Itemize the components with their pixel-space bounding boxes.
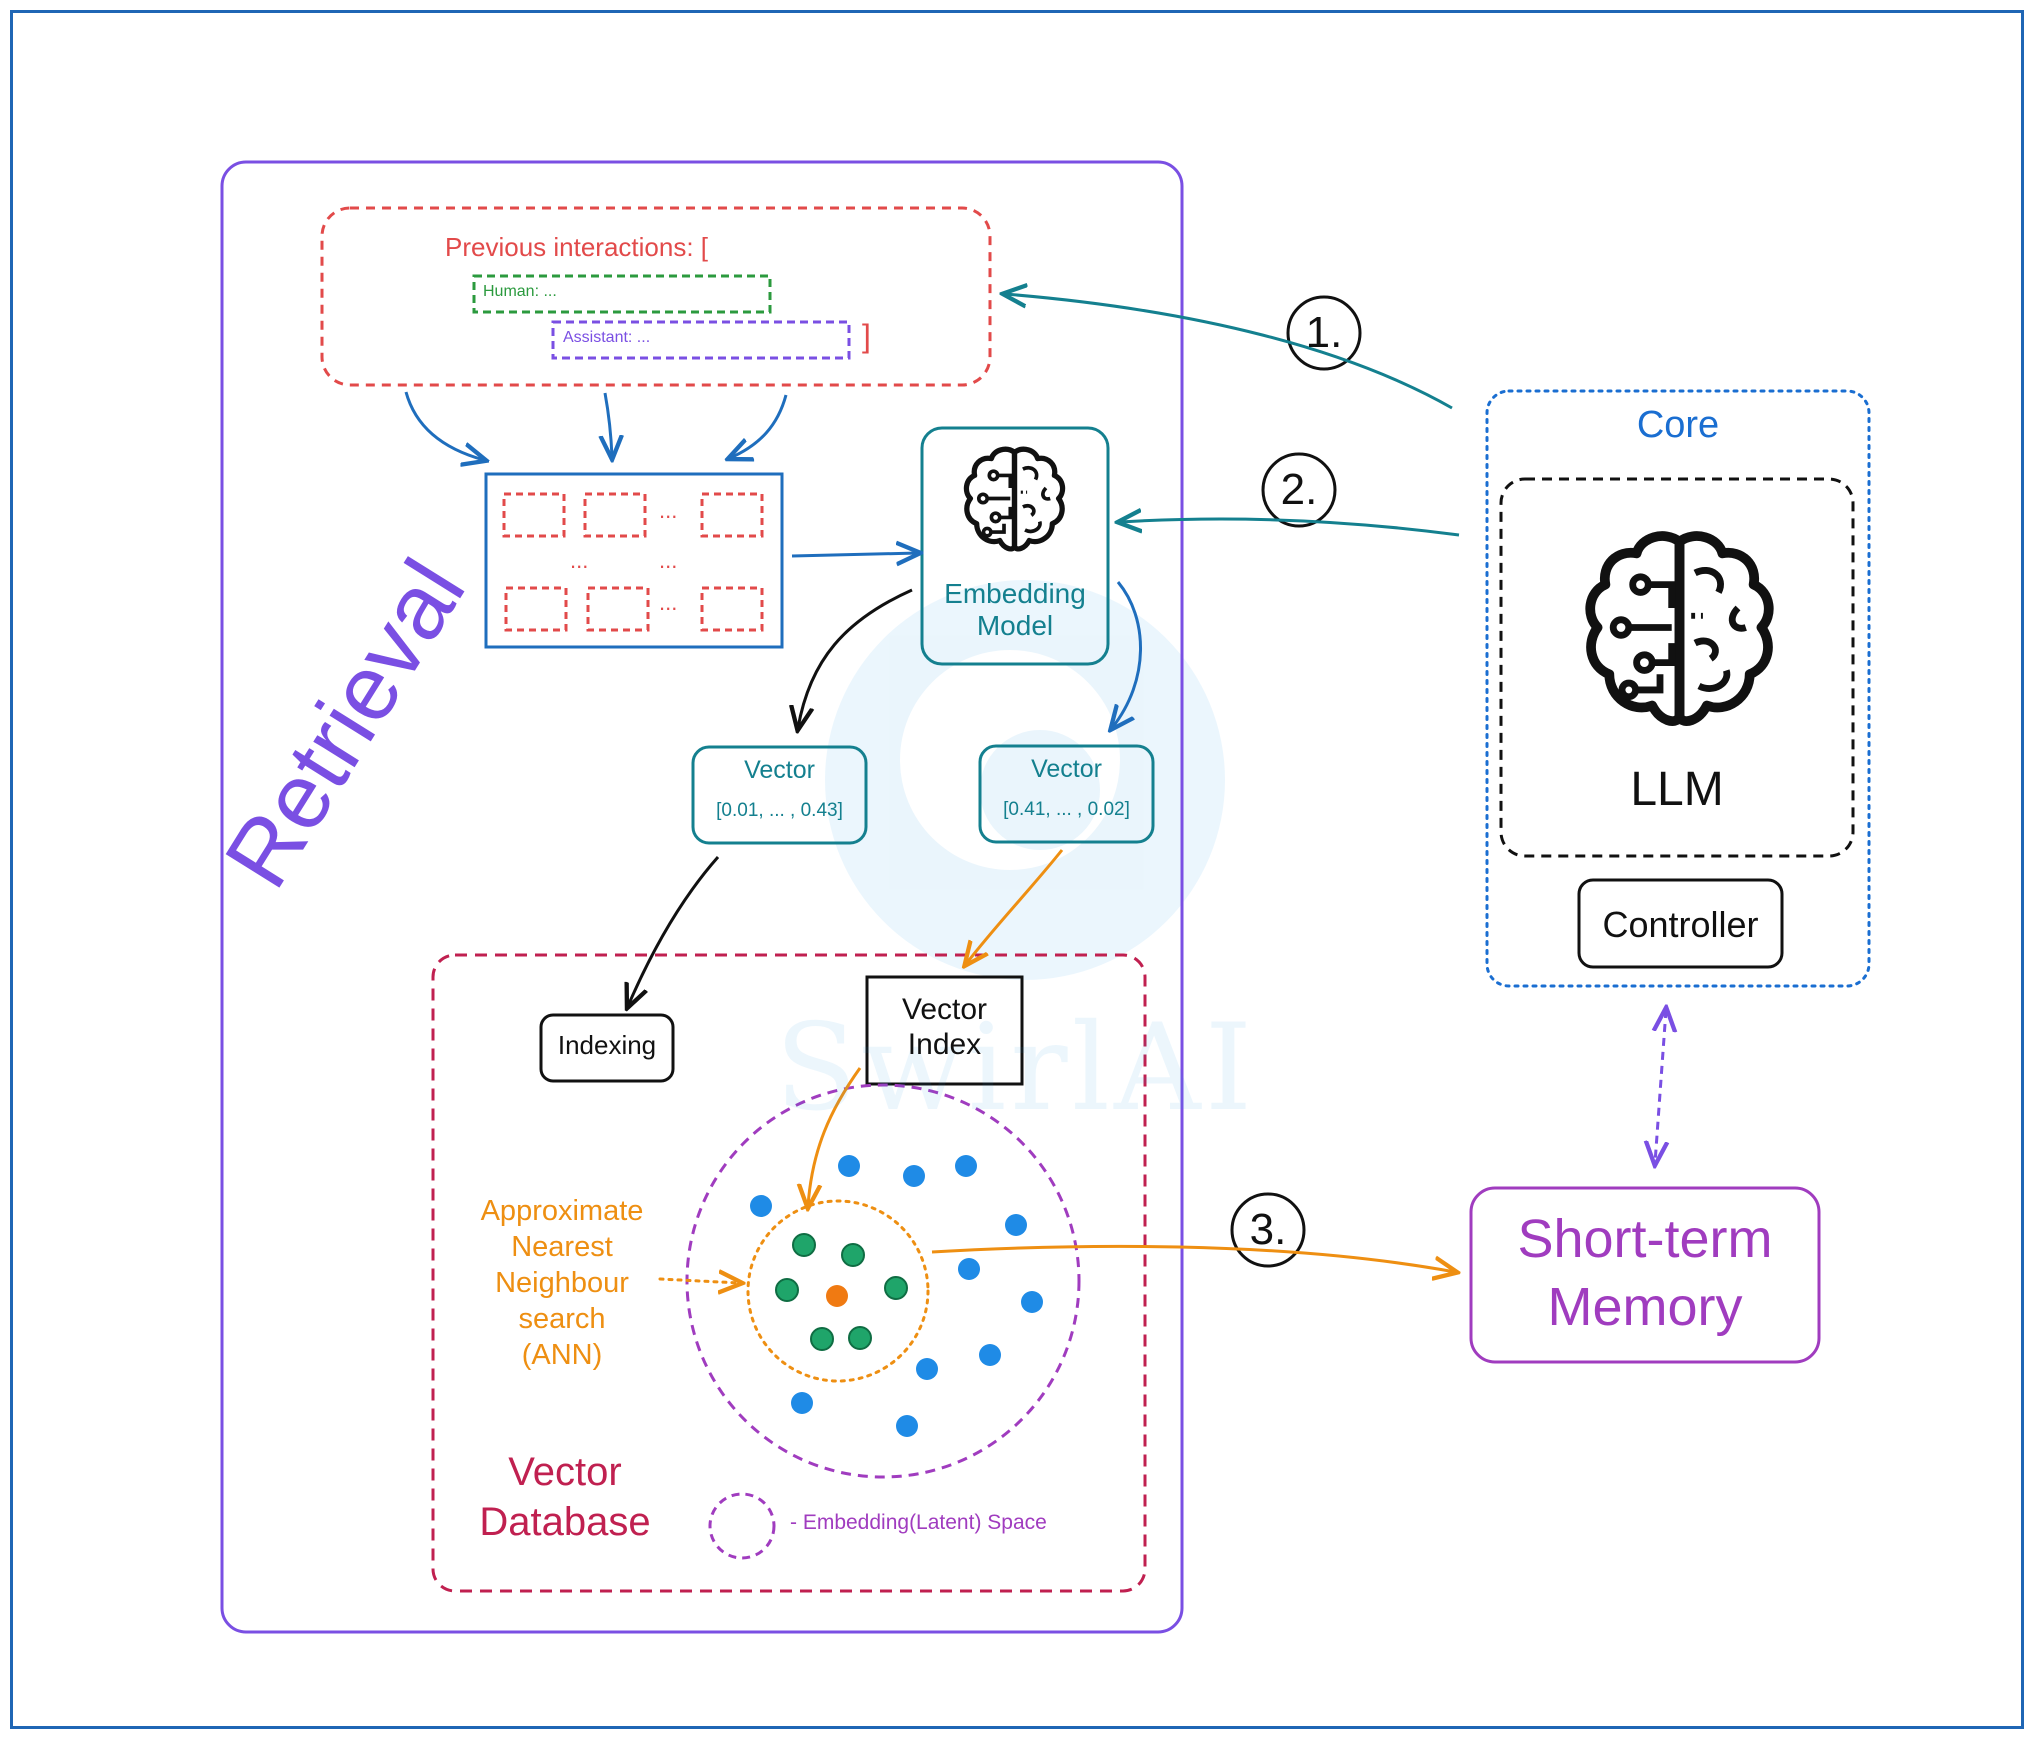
ann-line: (ANN) — [521, 1339, 603, 1371]
blue-point — [979, 1344, 1001, 1366]
vector-right-values: [0.41, ... , 0.02] — [1003, 799, 1130, 820]
blue-point — [958, 1258, 980, 1280]
ann-line: search — [518, 1303, 606, 1335]
brain-circuit-icon — [966, 449, 1062, 549]
latent-space-legend-label: - Embedding(Latent) Space — [790, 1511, 1047, 1534]
step-2-label: 2. — [1280, 465, 1318, 514]
step-2-marker — [1261, 452, 1337, 528]
short-term-memory-box — [1469, 1186, 1821, 1364]
chunk-ellipsis: ... — [570, 548, 589, 573]
watermark-text: SwirlAI — [775, 999, 1257, 1138]
vector-database-line2: Database — [479, 1500, 651, 1544]
embedding-points — [750, 1155, 1043, 1437]
blue-point — [791, 1392, 813, 1414]
blue-point — [1005, 1214, 1027, 1236]
vector-database-line1: Vector — [508, 1450, 622, 1494]
arrow-vector-to-indexing — [628, 856, 720, 1006]
human-message-label: Human: ... — [483, 283, 557, 300]
arrow-core-to-interactions — [1005, 294, 1453, 410]
vector-box-left — [691, 745, 868, 845]
core-container — [1485, 389, 1871, 988]
query-point — [826, 1285, 848, 1307]
arrow-interactions-to-chunks — [404, 391, 484, 460]
green-point — [848, 1326, 872, 1350]
interactions-title: Previous interactions: [ — [445, 232, 709, 262]
interactions-close-bracket: ] — [862, 318, 871, 354]
arrow-core-to-embedding — [1120, 519, 1460, 537]
step-3-marker — [1230, 1192, 1306, 1268]
ann-line: Approximate — [480, 1195, 644, 1227]
outer-frame — [10, 10, 2024, 1729]
blue-point — [750, 1195, 772, 1217]
vector-index-line2: Index — [907, 1027, 982, 1061]
indexing-box — [539, 1013, 675, 1083]
arrow-core-memory-bidirectional — [1655, 1010, 1666, 1163]
green-point — [792, 1233, 816, 1257]
vector-box-right — [978, 744, 1155, 844]
chunk-ellipsis: ... — [659, 498, 678, 523]
chunk-cells — [502, 492, 764, 632]
chunks-box — [484, 472, 784, 649]
arrow-embedding-to-vector-right — [1112, 581, 1142, 728]
legend-latent-circle — [708, 1492, 776, 1560]
llm-label: LLM — [1630, 763, 1724, 816]
green-point — [810, 1327, 834, 1351]
chunk-ellipsis: ... — [659, 590, 678, 615]
watermark-logo — [825, 580, 1225, 980]
vector-right-title: Vector — [1031, 755, 1102, 783]
step-1-marker — [1286, 295, 1362, 371]
step-3-label: 3. — [1249, 1205, 1287, 1254]
controller-box — [1577, 878, 1784, 969]
arrow-chunks-to-embedding — [791, 553, 918, 556]
vector-database-box — [431, 953, 1147, 1593]
controller-label: Controller — [1602, 904, 1759, 945]
assistant-message-label: Assistant: ... — [563, 329, 651, 346]
vector-database-label: Vector Database — [455, 1447, 675, 1547]
llm-brain-icon — [1590, 536, 1769, 721]
vector-index-line1: Vector — [901, 993, 988, 1026]
vector-left-values: [0.01, ... , 0.43] — [716, 800, 843, 821]
arrow-interactions-to-chunks — [605, 392, 612, 457]
llm-box — [1499, 477, 1855, 858]
green-point — [884, 1276, 908, 1300]
blue-point — [896, 1415, 918, 1437]
core-title: Core — [1636, 404, 1720, 446]
arrow-ann-label-to-circle — [658, 1279, 740, 1283]
ann-label: Approximate Nearest Neighbour search (AN… — [462, 1193, 662, 1373]
blue-point — [838, 1155, 860, 1177]
memory-line2: Memory — [1547, 1277, 1743, 1337]
arrow-interactions-to-chunks — [730, 394, 788, 458]
embedding-model-line2: Model — [976, 610, 1054, 642]
chunk-ellipsis: ... — [659, 548, 678, 573]
retrieval-container — [220, 160, 1184, 1634]
vector-left-title: Vector — [744, 756, 815, 784]
green-point — [841, 1243, 865, 1267]
vector-index-box — [865, 975, 1024, 1086]
vector-index-label: Vector Index — [867, 993, 1022, 1062]
human-message-box — [472, 274, 772, 314]
short-term-memory-label: Short-term Memory — [1471, 1205, 1819, 1341]
blue-point — [903, 1165, 925, 1187]
blue-point — [955, 1155, 977, 1177]
arrow-embedding-to-vector-left — [798, 588, 913, 728]
step-1-label: 1. — [1305, 308, 1343, 357]
indexing-label: Indexing — [557, 1030, 657, 1060]
ann-search-circle — [746, 1199, 930, 1383]
arrow-vector-index-to-ann — [808, 1067, 862, 1206]
previous-interactions-box — [320, 206, 992, 387]
embedding-space-circle — [685, 1083, 1081, 1479]
green-point — [775, 1278, 799, 1302]
blue-point — [916, 1358, 938, 1380]
assistant-message-box — [551, 320, 851, 360]
arrow-ann-to-memory — [931, 1244, 1455, 1272]
embedding-model-line1: Embedding — [944, 578, 1086, 609]
embedding-model-label: Embedding Model — [922, 578, 1108, 642]
ann-line: Nearest — [511, 1231, 613, 1263]
arrow-vector-to-vector-index — [966, 849, 1064, 964]
ann-line: Neighbour — [495, 1267, 629, 1299]
memory-line1: Short-term — [1517, 1209, 1773, 1269]
blue-point — [1021, 1291, 1043, 1313]
